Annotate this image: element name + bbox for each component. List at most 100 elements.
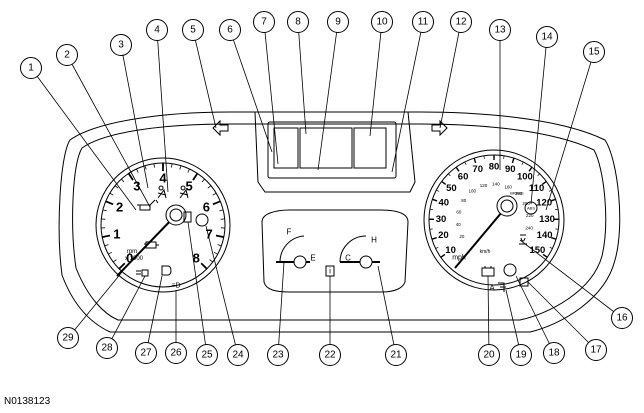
leader-line: [439, 21, 462, 129]
right-turn-arrow-icon: [431, 119, 448, 137]
callout-number: 14: [541, 32, 553, 43]
tach-tick: [187, 168, 190, 173]
tach-number: 4: [159, 171, 167, 186]
leader-line: [487, 275, 490, 356]
speedo-kmh-number: 240: [525, 226, 533, 231]
speedo-mph-number: 100: [517, 172, 533, 183]
callout-circle: [327, 11, 349, 33]
speedo-tick: [448, 173, 451, 177]
callout-circle: [196, 344, 218, 366]
tach-tick: [121, 178, 125, 183]
leader-line: [369, 21, 383, 137]
callout-circle: [287, 11, 309, 33]
leader-line: [377, 265, 397, 356]
callout-circle: [510, 344, 532, 366]
tach-tick: [214, 251, 218, 255]
tach-number: 5: [185, 178, 192, 193]
speedo-tick: [542, 253, 548, 258]
tach-tick: [215, 234, 224, 238]
callout-number: 21: [390, 350, 402, 361]
callout-circle: [227, 344, 249, 366]
speedo-mph-number: 60: [458, 172, 469, 183]
speedo-tick: [511, 157, 515, 164]
tach-number: 7: [205, 227, 212, 242]
leader-line: [66, 54, 151, 208]
speedo-kmh-number: 140: [492, 182, 500, 187]
tach-tick: [212, 192, 217, 196]
callout-number: 7: [261, 17, 267, 28]
speedo-kmh-number: 60: [456, 209, 462, 214]
callout-number: 4: [154, 25, 160, 36]
callout-circle: [319, 344, 341, 366]
speedo-tick: [455, 166, 460, 172]
tach-number: 1: [113, 227, 120, 242]
speedo-tick: [464, 161, 467, 165]
callout-circle: [96, 337, 118, 359]
tach-tick: [112, 259, 117, 263]
callout-circle: [146, 19, 168, 41]
leader-line: [519, 239, 623, 319]
speedo-tick: [555, 208, 559, 210]
tach-tick: [104, 244, 109, 247]
leader-line: [67, 271, 123, 339]
oil-pressure-icon: [137, 199, 159, 211]
speedo-unit-mph: mph: [452, 255, 466, 262]
speedo-tick: [436, 189, 440, 192]
callout-circle: [611, 307, 633, 329]
speedo-mph-number: 150: [529, 245, 545, 256]
tach-tick: [219, 209, 224, 212]
speedo-tick: [435, 246, 439, 249]
leader-line: [156, 29, 169, 193]
speedo-mph-number: 50: [446, 183, 457, 194]
callout-number: 19: [515, 350, 527, 361]
leader-line: [229, 29, 273, 153]
speedo-tick: [521, 161, 524, 165]
callout-circle: [478, 344, 500, 366]
speedo-kmh-number: 40: [456, 222, 462, 227]
callout-circle: [56, 44, 78, 66]
callout-circle: [536, 26, 558, 48]
callout-circle: [182, 19, 204, 41]
speedo-mph-number: 70: [472, 164, 483, 175]
callout-circle: [371, 11, 393, 33]
tach-tick: [127, 172, 134, 181]
callout-number: 8: [295, 17, 301, 28]
callout-number: 6: [227, 25, 233, 36]
leader-line: [515, 275, 555, 354]
leader-line: [106, 275, 146, 349]
callout-number: 29: [62, 333, 74, 344]
callout-circle: [385, 344, 407, 366]
speedo-tick: [550, 198, 556, 202]
info-icon: i: [329, 267, 331, 276]
tach-tick: [212, 200, 221, 206]
battery-icon: [481, 266, 495, 277]
tach-tick: [209, 259, 214, 263]
temp-hot-label: H: [371, 236, 377, 245]
speedo-mph-number: 20: [438, 230, 449, 241]
speedo-tick: [549, 246, 553, 249]
speedo-tick: [551, 237, 557, 240]
fuel-full-label: F: [287, 228, 292, 237]
speedo-mph-number: 90: [505, 164, 516, 175]
callout-number: 28: [101, 343, 113, 354]
speedo-kmh-number: 160: [504, 184, 512, 189]
callout-circle: [253, 11, 275, 33]
callout-number: 13: [494, 25, 506, 36]
tach-number: 3: [133, 178, 140, 193]
leader-line: [505, 289, 522, 356]
callout-circle: [219, 19, 241, 41]
display-center-segment: [299, 127, 353, 169]
tach-tick: [109, 192, 114, 196]
temp-cold-label: C: [345, 254, 351, 263]
speedo-tick: [548, 189, 552, 192]
tach-tick: [108, 251, 112, 255]
speedo-tick: [431, 237, 437, 240]
leader-line: [277, 261, 285, 356]
callout-number: 2: [64, 50, 70, 61]
speedo-tick: [483, 155, 485, 159]
leader-line: [530, 36, 548, 205]
